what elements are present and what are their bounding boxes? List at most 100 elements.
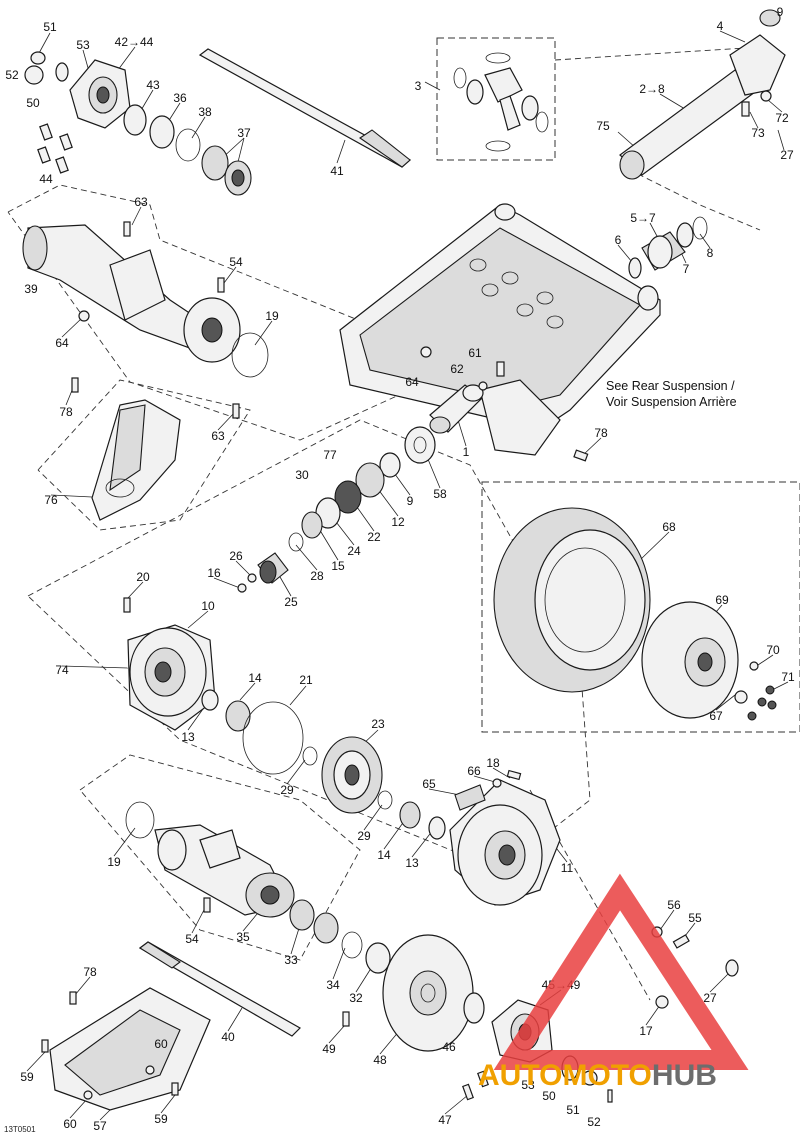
callout-label: 54 — [229, 255, 243, 269]
callout-label: 20 — [136, 570, 150, 584]
callout-label: 27 — [703, 991, 717, 1005]
final-drive-housing — [123, 597, 216, 731]
callout-label: 56 — [667, 898, 681, 912]
rim — [641, 601, 777, 721]
callout-label: 61 — [468, 346, 482, 360]
tire — [493, 507, 651, 693]
callout-label: 27 — [780, 148, 794, 162]
callout-label: 53 — [76, 38, 90, 52]
universal-joint-detail-box — [436, 37, 556, 161]
callout-label: 13 — [181, 730, 195, 744]
callout-label: 28 — [310, 569, 324, 583]
callout-label: 44 — [39, 172, 53, 186]
watermark-hub-text: HUB — [652, 1059, 717, 1092]
callout-label: 49 — [322, 1042, 336, 1056]
callout-label: 30 — [295, 468, 309, 482]
callout-label: 54 — [185, 932, 199, 946]
skid-plate — [41, 987, 211, 1111]
callout-label: 19 — [107, 855, 121, 869]
callout-label: 21 — [299, 673, 313, 687]
callout-label: 60 — [154, 1037, 168, 1051]
drive-shaft-upper — [198, 48, 412, 168]
callout-label: 73 — [751, 126, 765, 140]
callout-label: 68 — [662, 520, 676, 534]
axle-housing-upper — [22, 221, 269, 378]
pivot-sleeve — [420, 346, 589, 462]
callout-label: 6 — [615, 233, 622, 247]
callout-label: 19 — [265, 309, 279, 323]
callout-label: 35 — [236, 930, 250, 944]
callout-label: 17 — [639, 1024, 653, 1038]
callout-label: 62 — [450, 362, 464, 376]
callout-label: 46 — [442, 1040, 456, 1054]
callout-label: 59 — [20, 1070, 34, 1084]
watermark-auto-text: AUTO — [478, 1059, 562, 1092]
callout-label: 37 — [237, 126, 251, 140]
axle-housing-lower — [125, 801, 295, 918]
callout-label: 4 — [717, 19, 724, 33]
callout-label: 53 — [521, 1078, 535, 1092]
callout-label: 50 — [542, 1089, 556, 1103]
callout-label: 24 — [347, 544, 361, 558]
callout-label: 51 — [43, 20, 57, 34]
wheel-assembly-box — [481, 481, 800, 733]
callout-label: 36 — [173, 91, 187, 105]
callout-label: 70 — [766, 643, 780, 657]
callout-label: 75 — [596, 119, 610, 133]
callout-label: 5→7 — [630, 211, 656, 225]
callout-label: 52 — [587, 1115, 601, 1129]
callout-label: 63 — [134, 195, 148, 209]
callout-label: 67 — [709, 709, 723, 723]
callout-label: 38 — [198, 105, 212, 119]
hub-flange-upper — [24, 51, 131, 129]
callout-label: 29 — [357, 829, 371, 843]
callout-label: 8 — [707, 246, 714, 260]
bolts-upper-left — [37, 123, 73, 174]
callout-label: 64 — [405, 375, 419, 389]
housing-group-outline — [27, 419, 591, 871]
callout-label: 43 — [146, 78, 160, 92]
svg-text:AUTOMOTOHUB: AUTOMOTOHUB — [478, 1059, 717, 1092]
callout-label: 22 — [367, 530, 381, 544]
watermark-moto-text: MOTO — [562, 1059, 651, 1092]
callout-label: 14 — [377, 848, 391, 862]
callout-label: 1 — [463, 445, 470, 459]
callout-label: 32 — [349, 991, 363, 1005]
callout-label: 60 — [63, 1117, 77, 1131]
bearings-center — [288, 426, 436, 552]
callout-label: 9 — [407, 494, 414, 508]
callout-label: 74 — [55, 663, 69, 677]
upper-axle-group-outline — [7, 184, 421, 441]
shaft-seal-group-outline — [619, 164, 761, 231]
callout-label: 12 — [391, 515, 405, 529]
callout-label: 13 — [405, 856, 419, 870]
callout-label: 64 — [55, 336, 69, 350]
callout-label: 50 — [26, 96, 40, 110]
callout-label: 76 — [44, 493, 58, 507]
callout-label: 47 — [438, 1113, 452, 1127]
swing-arm — [339, 203, 661, 456]
universal-joint-detail — [453, 52, 549, 152]
callout-label: 7 — [683, 262, 690, 276]
bearings-lower — [201, 689, 318, 775]
reference-note-line-2: Voir Suspension Arrière — [606, 395, 737, 409]
callout-label: 66 — [467, 764, 481, 778]
callout-label: 42→44 — [115, 35, 154, 49]
shaft-boot — [628, 216, 708, 279]
callout-label: 59 — [154, 1112, 168, 1126]
callout-label: 10 — [201, 599, 215, 613]
callout-label: 52 — [5, 68, 19, 82]
callout-label: 55 — [688, 911, 702, 925]
callout-label: 25 — [284, 595, 298, 609]
bearings-lower-axle — [289, 899, 391, 974]
callout-label: 23 — [371, 717, 385, 731]
callout-label: 15 — [331, 559, 345, 573]
diagram-code: 13T0501 — [4, 1125, 36, 1134]
bearings-upper — [123, 104, 252, 196]
callout-label: 48 — [373, 1053, 387, 1067]
pinion-gear — [237, 552, 289, 593]
brake-disc — [342, 934, 485, 1052]
drive-shaft-lower — [138, 941, 301, 1037]
final-drive-cover — [449, 769, 561, 906]
